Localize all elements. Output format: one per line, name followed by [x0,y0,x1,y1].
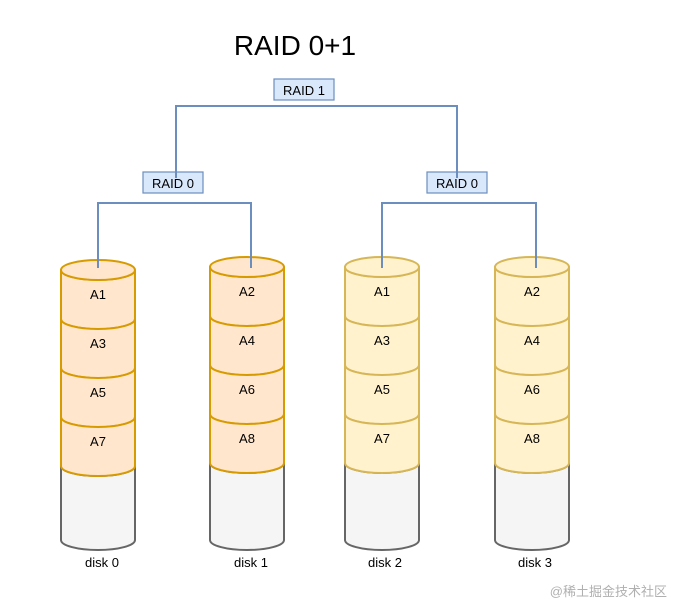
block-label: A7 [374,431,390,446]
disk-body [209,462,285,551]
block-label: A6 [524,382,540,397]
raid0-left-connector [97,202,252,268]
disk-top-cap [494,256,570,278]
raid1-box: RAID 1 [273,78,335,101]
data-block [209,413,285,474]
raid1-connector [175,105,458,178]
watermark: @稀土掘金技术社区 [550,584,667,599]
disk-body [60,465,136,551]
raid0-label-right: RAID 0 [436,176,478,191]
data-block [60,416,136,477]
page-title: RAID 0+1 [234,30,356,61]
block-label: A5 [90,385,106,400]
block-label: A4 [239,333,255,348]
block-label: A5 [374,382,390,397]
raid0-right-connector [381,202,537,268]
data-block [494,413,570,474]
connector-lines [97,105,537,268]
block-label: A6 [239,382,255,397]
block-label: A1 [90,287,106,302]
disk-label-0: disk 0 [85,555,119,570]
block-label: A2 [524,284,540,299]
raid1-label: RAID 1 [283,83,325,98]
disk-label-1: disk 1 [234,555,268,570]
block-label: A1 [374,284,390,299]
raid0-box-left: RAID 0 [142,171,204,194]
block-label: A8 [239,431,255,446]
disk-body [344,462,420,551]
disk-body [494,462,570,551]
block-label: A8 [524,431,540,446]
block-label: A7 [90,434,106,449]
data-block [344,413,420,474]
raid0-box-right: RAID 0 [426,171,488,194]
raid0-label-left: RAID 0 [152,176,194,191]
block-label: A2 [239,284,255,299]
disk-label-2: disk 2 [368,555,402,570]
block-label: A3 [374,333,390,348]
block-label: A4 [524,333,540,348]
block-label: A3 [90,336,106,351]
disk-label-3: disk 3 [518,555,552,570]
disk-top-cap [209,256,285,278]
